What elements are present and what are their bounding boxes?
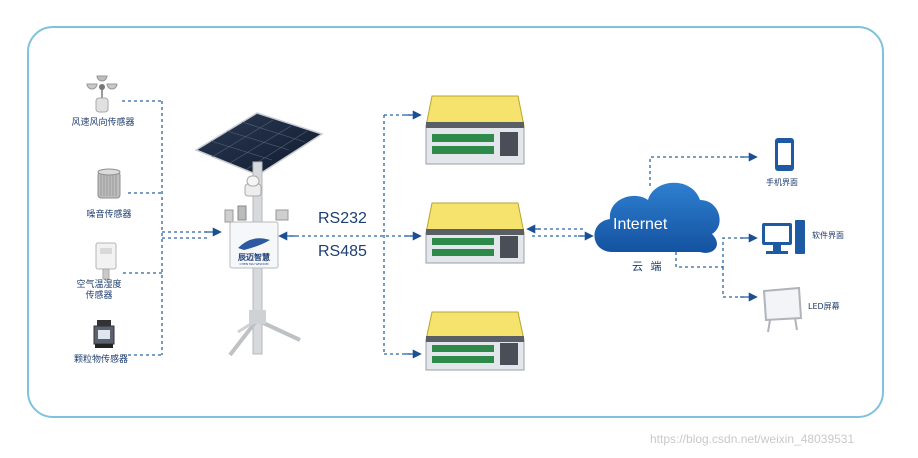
- output-label-software: 软件界面: [812, 231, 844, 240]
- particulate-sensor-icon: [93, 320, 115, 348]
- watermark: https://blog.csdn.net/weixin_48039531: [650, 432, 855, 446]
- monitoring-station: [194, 112, 324, 357]
- led-screen-icon: [762, 286, 803, 333]
- sensor-label-wind: 风速风向传感器: [71, 118, 135, 128]
- humidity-sensor-icon: [95, 242, 117, 280]
- sensor-label-particulate: 颗粒物传感器: [73, 355, 128, 365]
- output-label-led: LED屏幕: [808, 302, 840, 311]
- logger-bus-lines: [290, 114, 412, 355]
- sensor-bus-lines: [122, 100, 208, 356]
- noise-sensor-icon: [97, 168, 121, 199]
- anemometer-icon: [86, 75, 118, 113]
- output-label-phone: 手机界面: [766, 178, 798, 187]
- data-logger-bottom: [425, 311, 525, 371]
- cloud-link-lines: [532, 228, 586, 237]
- sensor-label-noise: 噪音传感器: [86, 210, 132, 220]
- station-brand: 辰迈智慧: [238, 253, 270, 262]
- station-brand-sub: CHEN MAI WISDOM: [239, 262, 269, 266]
- data-logger-top: [425, 95, 525, 165]
- sensor-label-humidity: 空气温湿度 传感器: [76, 280, 122, 301]
- output-lines: [649, 156, 745, 298]
- internet-cloud-icon: [594, 182, 720, 253]
- data-logger-middle: [425, 202, 525, 264]
- solar-panel-icon: [194, 112, 324, 176]
- phone-icon: [775, 138, 794, 171]
- computer-icon: [762, 220, 805, 254]
- protocol-rs232: RS232: [318, 210, 367, 227]
- protocol-rs485: RS485: [318, 243, 367, 260]
- diagram-frame: [27, 26, 884, 418]
- cloud-title: Internet: [613, 216, 668, 233]
- cloud-subtitle: 云 端: [632, 260, 664, 273]
